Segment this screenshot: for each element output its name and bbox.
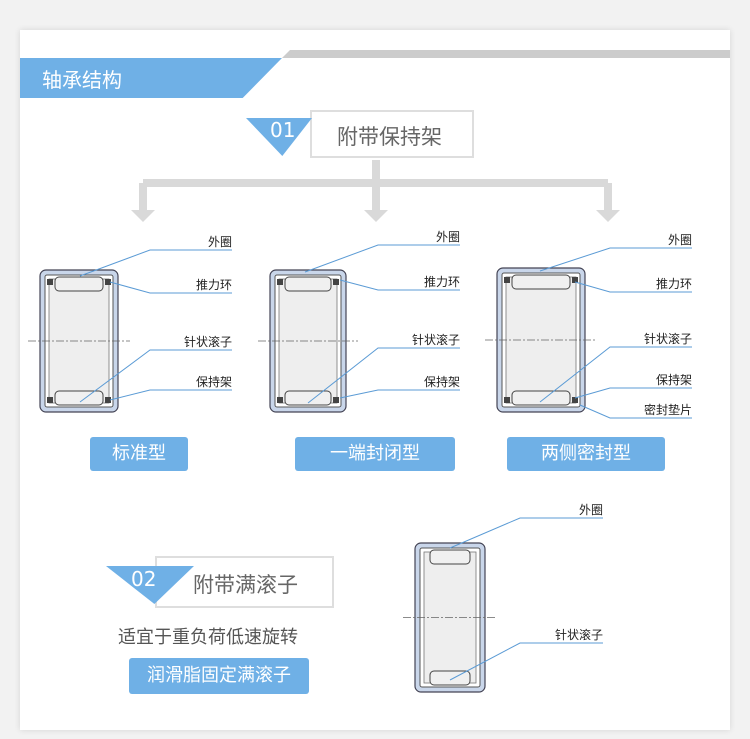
leader-line: [307, 347, 460, 404]
section1-box: 附带保持架: [310, 110, 474, 158]
leader-line: [449, 517, 603, 549]
thrust-ring: [277, 279, 283, 285]
part-label: 密封垫片: [643, 403, 692, 417]
header-banner: [20, 58, 282, 98]
part-label: 针状滚子: [411, 333, 460, 347]
section2-tag: 润滑脂固定满滚子: [129, 658, 309, 694]
leader-line: [79, 249, 232, 277]
leader-line: [79, 349, 232, 403]
leader-line: [449, 642, 603, 681]
part-label: 针状滚子: [554, 628, 603, 642]
part-label: 针状滚子: [183, 335, 232, 349]
needle-roller: [429, 549, 471, 565]
needle-roller: [511, 274, 571, 290]
thrust-ring: [105, 279, 111, 285]
leader-line: [109, 389, 232, 401]
part-label: 保持架: [423, 375, 460, 389]
thrust-ring: [504, 397, 510, 403]
thrust-ring: [47, 397, 53, 403]
thrust-ring: [572, 277, 578, 283]
part-label: 外圈: [207, 235, 232, 249]
thrust-ring: [572, 397, 578, 403]
needle-roller: [284, 276, 332, 292]
section2-number: 02: [131, 567, 157, 591]
arrow-down-icon: [364, 210, 388, 222]
section1-number: 01: [270, 118, 296, 142]
part-label: 推力环: [195, 278, 232, 292]
needle-roller: [511, 390, 571, 406]
part-label: 保持架: [655, 373, 692, 387]
page-title: 轴承结构: [42, 68, 122, 92]
arrow-down-icon: [131, 210, 155, 222]
leader-line: [539, 247, 692, 272]
section2-title: 附带满滚子: [193, 573, 298, 597]
part-label: 保持架: [195, 375, 232, 389]
thrust-ring: [333, 397, 339, 403]
thrust-ring: [277, 397, 283, 403]
leader-line: [339, 389, 460, 399]
caption-double-sealed: 两侧密封型: [507, 437, 665, 471]
arrow-down-icon: [596, 210, 620, 222]
caption-one-end-closed: 一端封闭型: [295, 437, 455, 471]
part-label: 外圈: [435, 230, 460, 244]
section1-title: 附带保持架: [337, 125, 442, 149]
thrust-ring: [105, 397, 111, 403]
thrust-ring: [333, 279, 339, 285]
leader-line: [304, 244, 460, 273]
thrust-ring: [47, 279, 53, 285]
needle-roller: [54, 276, 104, 292]
needle-roller: [54, 390, 104, 406]
leader-line: [579, 404, 692, 419]
leader-line: [574, 281, 692, 293]
caption-standard: 标准型: [90, 437, 188, 471]
section2-description: 适宜于重负荷低速旋转: [118, 627, 298, 648]
part-label: 推力环: [655, 277, 692, 291]
leader-line: [109, 281, 232, 294]
flow-connector: [139, 160, 612, 212]
leader-line: [539, 346, 692, 403]
header-divider: [282, 50, 730, 58]
part-label: 推力环: [423, 275, 460, 289]
section2-box: 附带满滚子: [155, 556, 334, 608]
part-label: 针状滚子: [643, 332, 692, 346]
part-label: 外圈: [667, 233, 692, 247]
leader-line: [574, 387, 692, 399]
part-label: 外圈: [578, 503, 603, 517]
thrust-ring: [504, 277, 510, 283]
leader-line: [339, 279, 460, 291]
